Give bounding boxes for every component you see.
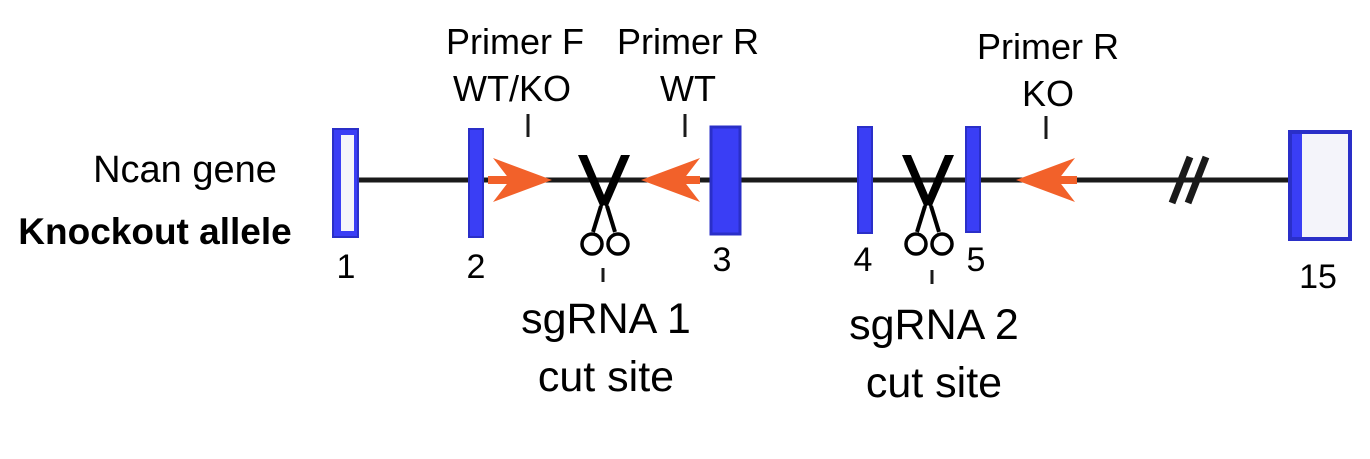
primer-r-wt-name: Primer R — [617, 21, 759, 62]
sgrna-2-cut-site: cut site — [866, 359, 1002, 407]
gene-name-label: Ncan gene — [93, 149, 277, 191]
exon-label-2: 2 — [467, 248, 486, 286]
exon-3 — [709, 125, 742, 236]
sgrna-1-scissors-icon — [578, 155, 630, 256]
sgrna-1-name: sgRNA 1 — [521, 295, 691, 343]
primer-r-wt-arrow — [641, 158, 700, 202]
primer-r-ko-target: KO — [1022, 73, 1074, 114]
primer-r-ko-arrow — [1016, 158, 1077, 202]
exon-4 — [857, 126, 873, 234]
primer-f-name: Primer F — [446, 21, 584, 62]
allele-label: Knockout allele — [18, 211, 291, 252]
exon-label-4: 4 — [854, 241, 873, 279]
exon-1 — [332, 128, 359, 238]
exon-label-15: 15 — [1299, 258, 1337, 296]
exon-label-3: 3 — [713, 241, 732, 279]
exon-5 — [965, 126, 981, 233]
exon-15 — [1288, 130, 1352, 241]
primer-f-target: WT/KO — [453, 68, 571, 109]
primer-r-ko-name: Primer R — [977, 26, 1119, 67]
sgrna-2-scissors-icon — [902, 155, 954, 256]
primer-r-wt-target: WT — [660, 68, 716, 109]
primer-f-arrow — [488, 158, 552, 202]
exon-label-5: 5 — [967, 241, 986, 279]
exon-2 — [468, 128, 484, 238]
sgrna-2-name: sgRNA 2 — [849, 301, 1019, 349]
exon-label-1: 1 — [337, 248, 356, 286]
sequence-break-mark — [1168, 155, 1210, 205]
sgrna-1-cut-site: cut site — [538, 353, 674, 401]
